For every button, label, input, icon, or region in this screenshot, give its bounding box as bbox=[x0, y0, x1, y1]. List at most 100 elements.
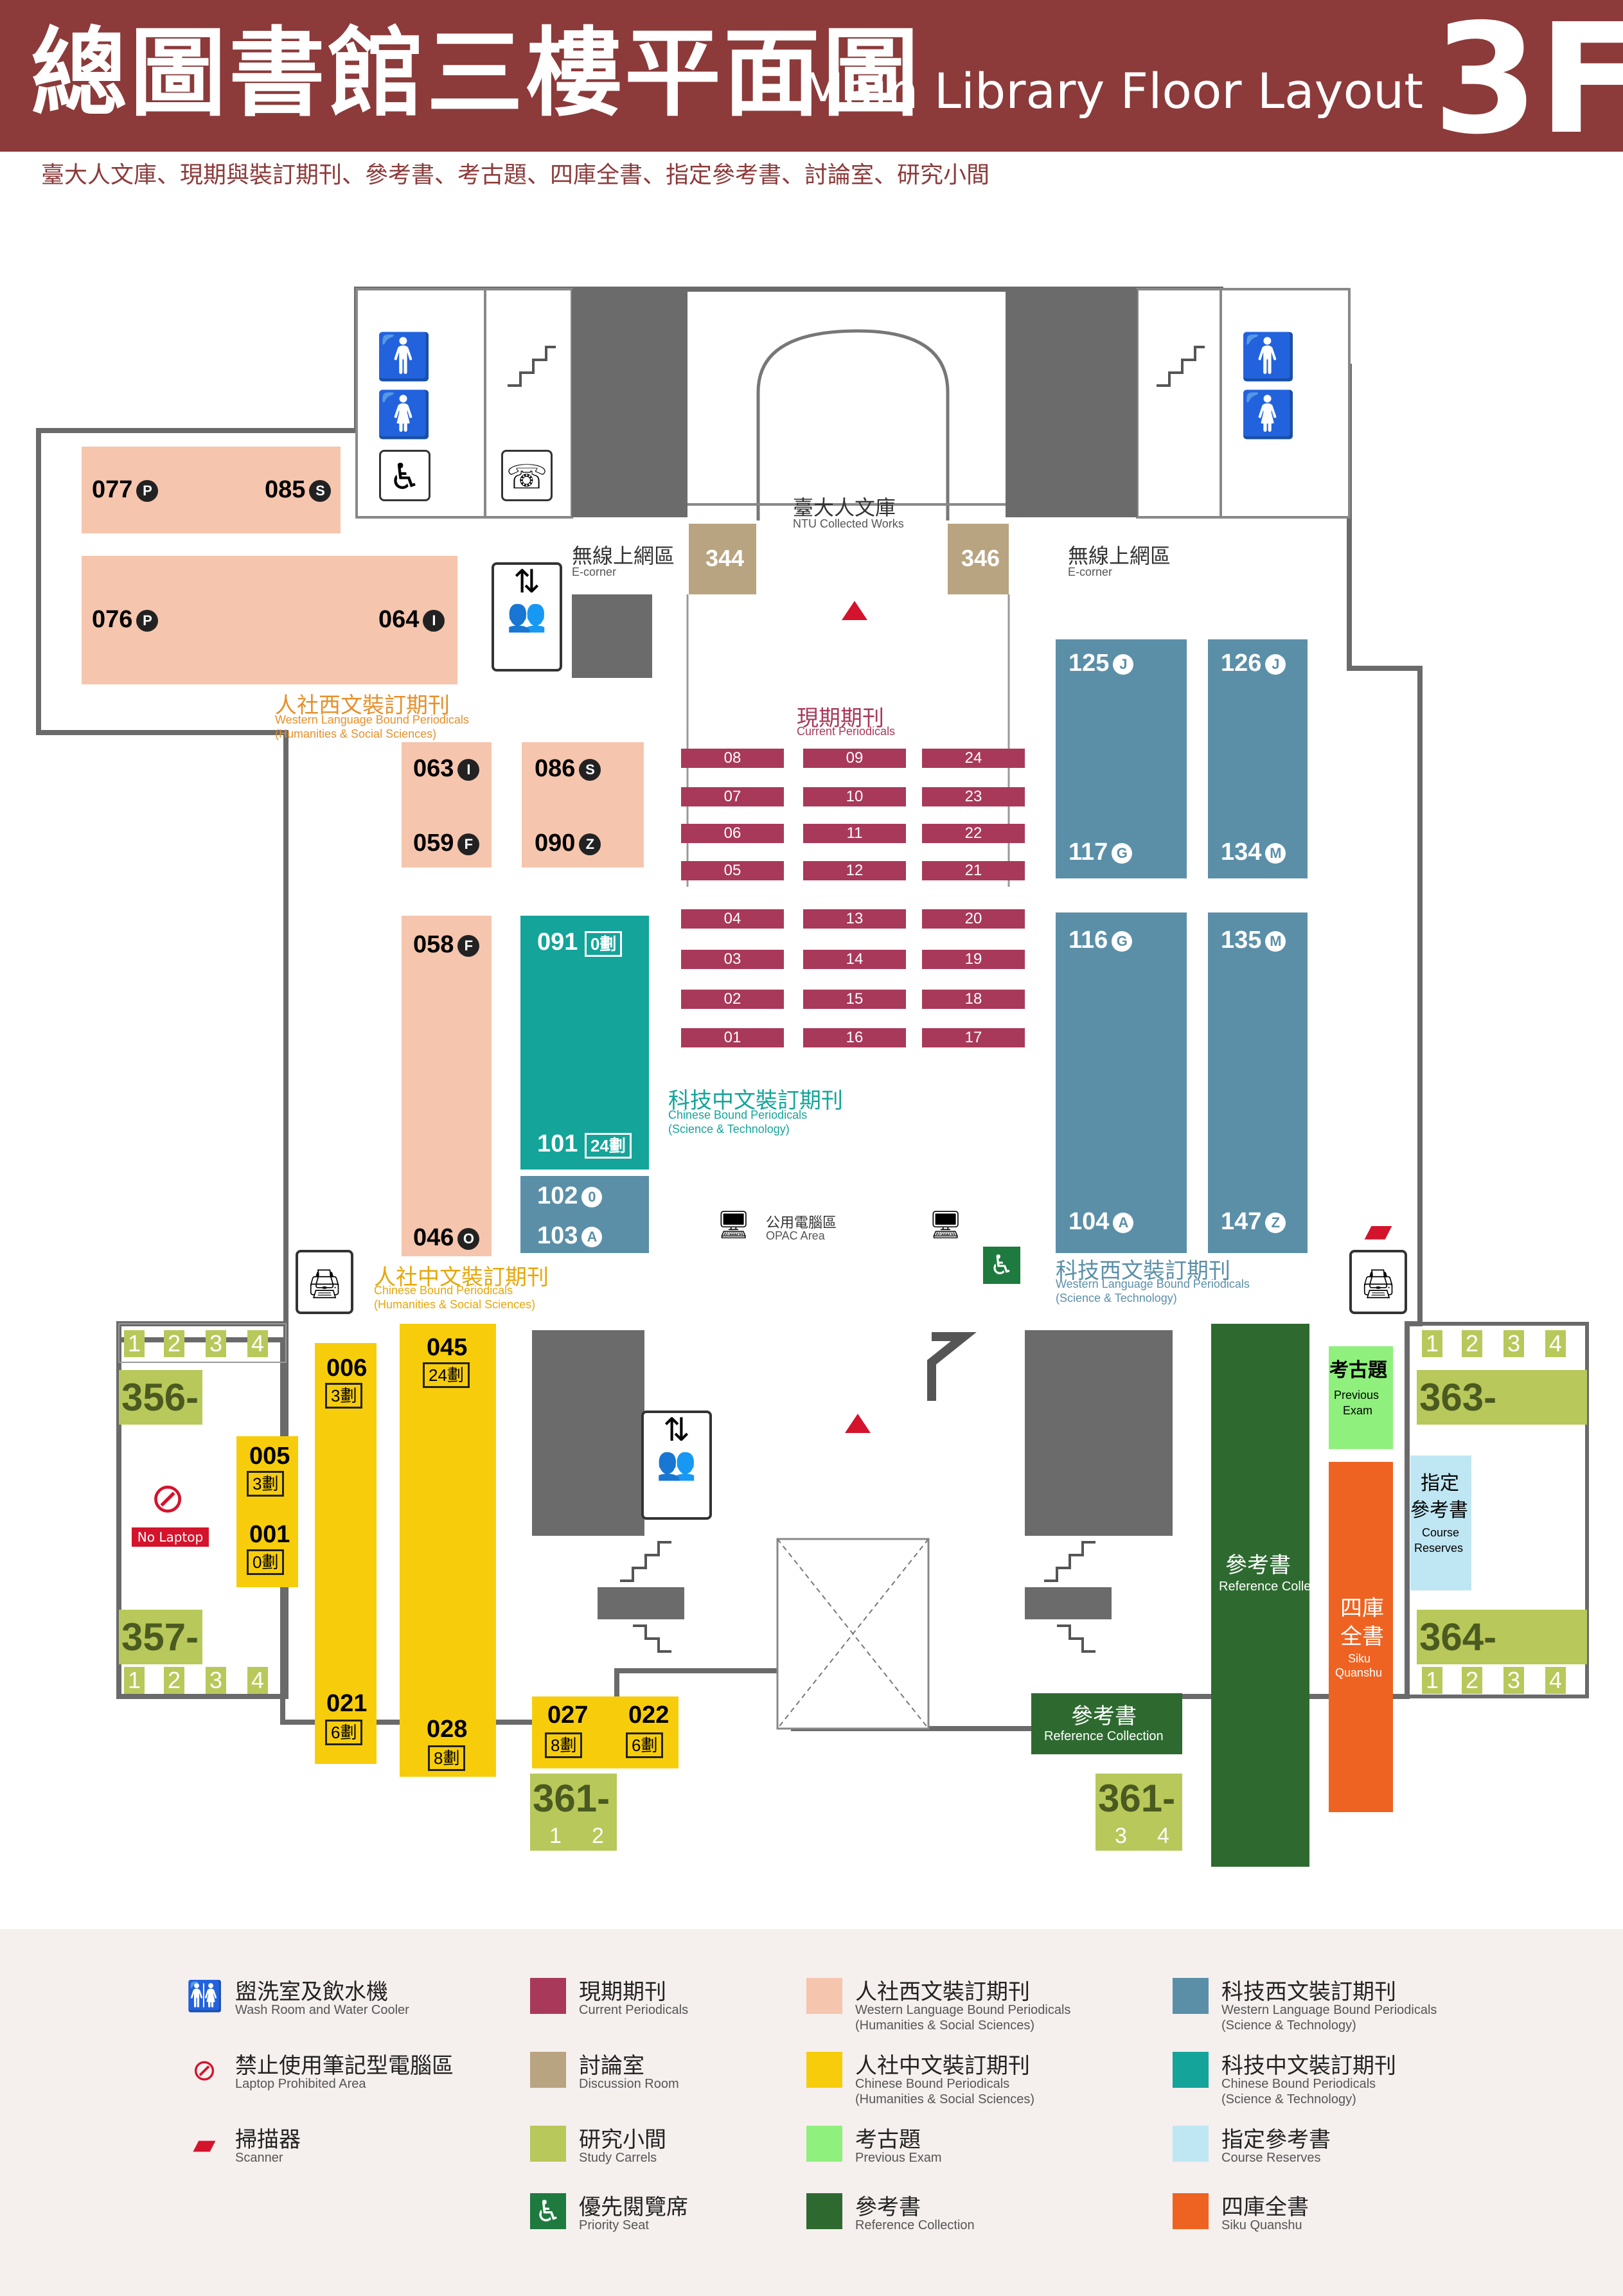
carrel-number[interactable]: 4 bbox=[1545, 1330, 1566, 1357]
call-letter-badge: I bbox=[457, 758, 480, 781]
carrel-363-block[interactable]: 363- bbox=[1417, 1370, 1587, 1425]
carrel-number[interactable]: 2 bbox=[1462, 1667, 1483, 1694]
periodical-rack[interactable]: 02 bbox=[681, 990, 784, 1009]
reference-label: 參考書 bbox=[1225, 1553, 1291, 1578]
periodical-rack[interactable]: 21 bbox=[922, 861, 1025, 880]
periodical-rack[interactable]: 13 bbox=[803, 909, 906, 929]
carrel-364-block[interactable]: 364- bbox=[1417, 1610, 1587, 1664]
carrels-356-row: 1 2 3 4 bbox=[119, 1324, 289, 1370]
shelf-label: 021 bbox=[326, 1690, 368, 1717]
shelf-001-005[interactable]: 005 3劃 001 0劃 bbox=[236, 1436, 298, 1587]
discussion-room-346[interactable]: 346 bbox=[961, 545, 1000, 571]
carrel-number[interactable]: 4 bbox=[1157, 1824, 1169, 1848]
shelf-label: 063 bbox=[413, 755, 454, 782]
shelf-label: 126 bbox=[1221, 650, 1262, 677]
course-reserves-label-2: 參考書 bbox=[1410, 1500, 1468, 1521]
siku-label-2: 全書 bbox=[1340, 1624, 1384, 1649]
carrel-number[interactable]: 3 bbox=[206, 1330, 227, 1357]
siku-quanshu-area[interactable]: 四庫 全書 Siku Quanshu bbox=[1329, 1462, 1393, 1812]
periodical-rack[interactable]: 09 bbox=[803, 749, 906, 768]
call-letter-badge: A bbox=[581, 1226, 603, 1247]
shelf-label: 076 bbox=[92, 606, 133, 633]
periodical-rack[interactable]: 03 bbox=[681, 950, 784, 969]
carrel-number[interactable]: 4 bbox=[1545, 1667, 1566, 1694]
sci-chinese-label-en2: (Science & Technology) bbox=[668, 1123, 790, 1135]
periodical-rack[interactable]: 15 bbox=[803, 990, 906, 1009]
periodical-rack[interactable]: 05 bbox=[681, 861, 784, 880]
periodical-rack[interactable]: 08 bbox=[681, 749, 784, 768]
carrel-number[interactable]: 3 bbox=[1503, 1667, 1525, 1694]
carrel-361-left-block[interactable]: 361- 1 2 bbox=[530, 1774, 617, 1851]
periodical-rack[interactable]: 24 bbox=[922, 749, 1025, 768]
periodical-rack[interactable]: 06 bbox=[681, 824, 784, 843]
siku-label-en: Siku bbox=[1348, 1652, 1371, 1665]
periodical-rack[interactable]: 07 bbox=[681, 787, 784, 806]
carrel-357-block[interactable]: 357- bbox=[119, 1610, 202, 1664]
carrel-number[interactable]: 2 bbox=[592, 1824, 604, 1848]
periodical-rack[interactable]: 20 bbox=[922, 909, 1025, 929]
shelf-label: 125 bbox=[1069, 650, 1110, 677]
course-reserves-label-en2: Reserves bbox=[1414, 1542, 1464, 1554]
carrel-number[interactable]: 3 bbox=[206, 1667, 227, 1694]
carrel-number[interactable]: 3 bbox=[1115, 1824, 1127, 1848]
periodical-rack[interactable]: 01 bbox=[681, 1028, 784, 1047]
legend-label: 禁止使用筆記型電腦區 bbox=[235, 2054, 454, 2078]
carrel-361-right-block[interactable]: 361- 3 4 bbox=[1095, 1774, 1182, 1851]
shelf-022-027[interactable]: 027 8劃 022 6劃 bbox=[532, 1696, 678, 1768]
shelf-006-021[interactable]: 006 3劃 021 6劃 bbox=[315, 1343, 377, 1764]
periodical-rack[interactable]: 17 bbox=[922, 1028, 1025, 1047]
legend-swatch bbox=[1173, 2126, 1209, 2162]
carrel-number[interactable]: 2 bbox=[1462, 1330, 1483, 1357]
shelf-028-045[interactable]: 045 24劃 028 8劃 bbox=[400, 1324, 496, 1777]
periodical-rack[interactable]: 19 bbox=[922, 950, 1025, 969]
periodical-rack[interactable]: 18 bbox=[922, 990, 1025, 1009]
legend-label-en: Scanner bbox=[235, 2151, 283, 2165]
discussion-room-344[interactable]: 344 bbox=[705, 545, 745, 571]
restroom-icon: 🚹🚺 bbox=[1240, 330, 1297, 441]
reference-collection-small[interactable]: 參考書 Reference Collection bbox=[1031, 1693, 1182, 1754]
no-laptop-label: No Laptop bbox=[132, 1527, 209, 1547]
carrel-number[interactable]: 1 bbox=[1422, 1667, 1443, 1694]
periodical-rack[interactable]: 12 bbox=[803, 861, 906, 880]
periodical-rack[interactable]: 16 bbox=[803, 1028, 906, 1047]
periodical-rack[interactable]: 14 bbox=[803, 950, 906, 969]
periodical-rack[interactable]: 22 bbox=[922, 824, 1025, 843]
carrel-number[interactable]: 4 bbox=[247, 1667, 269, 1694]
carrel-356-block[interactable]: 356- bbox=[119, 1370, 202, 1425]
call-letter-badge: F bbox=[457, 833, 480, 855]
shelf-label: 134 bbox=[1221, 839, 1262, 866]
carrel-number[interactable]: 2 bbox=[164, 1330, 185, 1357]
computer-icon: 🖥 bbox=[716, 1209, 751, 1240]
stroke-count-box: 8劃 bbox=[428, 1745, 466, 1771]
shelf-label: 117 bbox=[1069, 839, 1108, 866]
carrel-number[interactable]: 1 bbox=[124, 1330, 145, 1357]
carrel-number[interactable]: 4 bbox=[247, 1330, 269, 1357]
carrel-number[interactable]: 1 bbox=[549, 1824, 562, 1848]
previous-exam-area[interactable]: 考古題 Previous Exam bbox=[1329, 1346, 1393, 1449]
periodical-rack[interactable]: 11 bbox=[803, 824, 906, 843]
carrels-357-row: 1 2 3 4 bbox=[119, 1664, 289, 1700]
reference-collection-area[interactable]: 參考書 Reference Collection bbox=[1211, 1324, 1338, 1867]
periodical-rack[interactable]: 04 bbox=[681, 909, 784, 929]
legend-label: 科技西文裝訂期刊 bbox=[1221, 1980, 1396, 2004]
hum-chinese-label-en: Chinese Bound Periodicals bbox=[374, 1284, 513, 1297]
periodical-rack[interactable]: 10 bbox=[803, 787, 906, 806]
carrel-number[interactable]: 1 bbox=[124, 1667, 145, 1694]
shelf-091-101[interactable]: 091 0劃 101 24劃 bbox=[520, 916, 649, 1170]
periodical-rack[interactable]: 23 bbox=[922, 787, 1025, 806]
carrel-number[interactable]: 3 bbox=[1503, 1330, 1525, 1357]
carrel-number[interactable]: 2 bbox=[164, 1667, 185, 1694]
carrel-number[interactable]: 1 bbox=[1422, 1330, 1443, 1357]
course-reserves-area[interactable]: 指定 參考書 Course Reserves bbox=[1410, 1455, 1471, 1590]
